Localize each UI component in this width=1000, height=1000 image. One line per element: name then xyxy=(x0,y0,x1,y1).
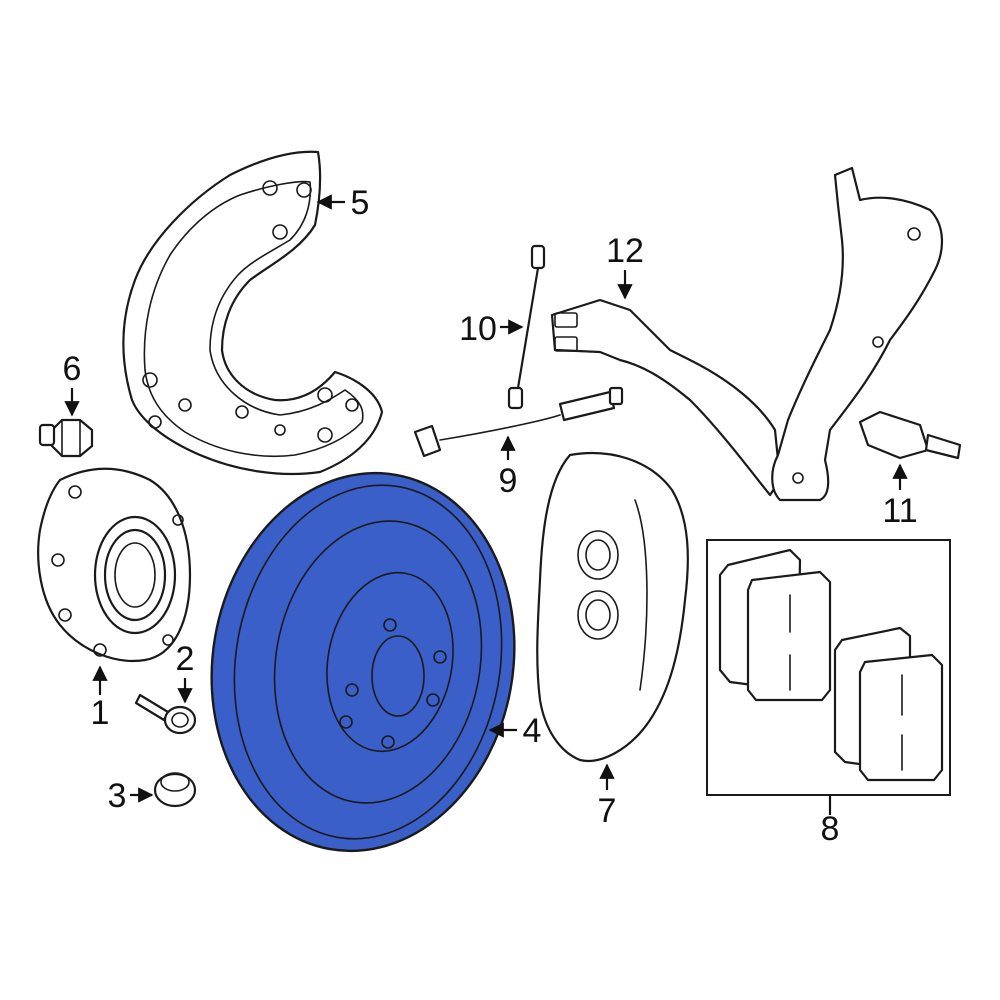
brake-caliper-part[interactable] xyxy=(536,451,689,763)
callout-1: 1 xyxy=(91,694,110,732)
callout-2: 2 xyxy=(176,640,195,678)
wear-sensor-part[interactable] xyxy=(413,386,624,458)
callout-5: 5 xyxy=(351,184,370,222)
callout-8: 8 xyxy=(821,810,840,848)
sensor-rod-part[interactable] xyxy=(507,244,546,410)
callout-6: 6 xyxy=(63,350,82,388)
caliper-bracket-part[interactable] xyxy=(550,298,782,497)
callout-11: 11 xyxy=(882,492,917,530)
callout-leaders xyxy=(64,194,908,815)
callout-4: 4 xyxy=(523,712,542,750)
callout-3: 3 xyxy=(108,777,127,815)
brake-rotor-part[interactable] xyxy=(182,449,543,875)
dust-cap-part[interactable] xyxy=(153,772,197,808)
speed-sensor-part[interactable] xyxy=(858,410,962,460)
callout-labels: 1 2 3 4 5 6 7 8 9 10 11 12 xyxy=(63,184,918,848)
steering-knuckle-part[interactable] xyxy=(771,166,944,502)
wheel-bolt-part[interactable] xyxy=(134,693,197,735)
callout-12: 12 xyxy=(606,232,644,270)
hex-nut-part[interactable] xyxy=(38,418,94,458)
brake-pads-part[interactable] xyxy=(706,539,951,796)
callout-7: 7 xyxy=(598,792,617,830)
callout-9: 9 xyxy=(499,462,518,500)
hub-bearing-part[interactable] xyxy=(37,467,192,662)
rotor-outer xyxy=(210,471,516,853)
dust-shield-part[interactable] xyxy=(122,150,384,476)
callout-10: 10 xyxy=(459,310,497,348)
